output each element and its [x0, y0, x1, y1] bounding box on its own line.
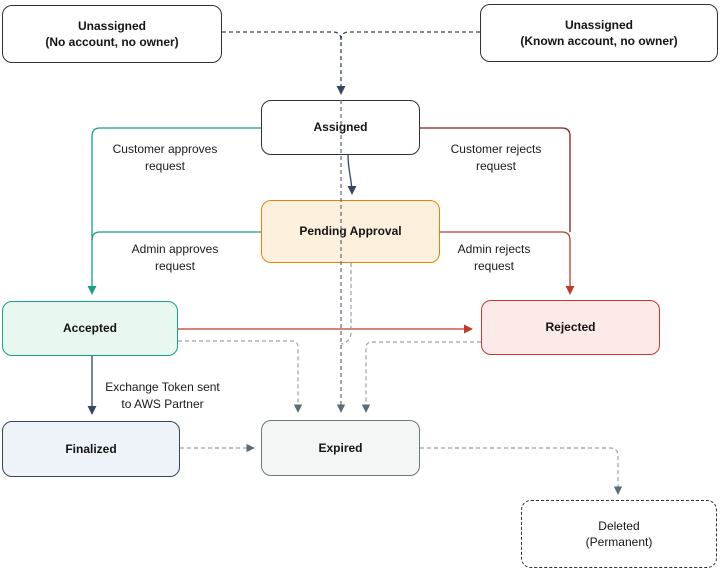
node-assigned: Assigned	[261, 100, 420, 155]
edge-label-admin-approves: Admin approves request	[131, 242, 219, 273]
edge-label-admin-rejects: Admin rejects request	[457, 242, 531, 273]
node-expired: Expired	[261, 420, 420, 476]
edge-rejected-to-expired	[361, 341, 481, 413]
edge-assigned-to-pending-approval	[347, 154, 357, 195]
node-pending-approval: Pending Approval	[261, 200, 440, 263]
edge-label-customer-rejects: Customer rejects request	[450, 142, 542, 173]
edge-pending-approval-to-expired	[340, 263, 352, 345]
edge-label-customer-approves: Customer approves request	[112, 142, 218, 173]
node-accepted: Accepted	[2, 301, 178, 356]
edge-label-exchange-token: Exchange Token sent to AWS Partner	[105, 380, 220, 411]
node-finalized: Finalized	[2, 421, 180, 477]
node-unassigned-no-account: Unassigned (No account, no owner)	[2, 5, 222, 63]
node-rejected: Rejected	[481, 300, 660, 355]
edge-unassigned-known-account-to-assigned	[340, 31, 480, 41]
edge-expired-to-deleted	[420, 447, 623, 495]
node-unassigned-known-account: Unassigned (Known account, no owner)	[480, 4, 718, 62]
edge-pending-approval-to-accepted	[91, 231, 261, 241]
edge-unassigned-no-account-to-assigned	[222, 31, 346, 95]
node-deleted: Deleted (Permanent)	[521, 500, 717, 568]
